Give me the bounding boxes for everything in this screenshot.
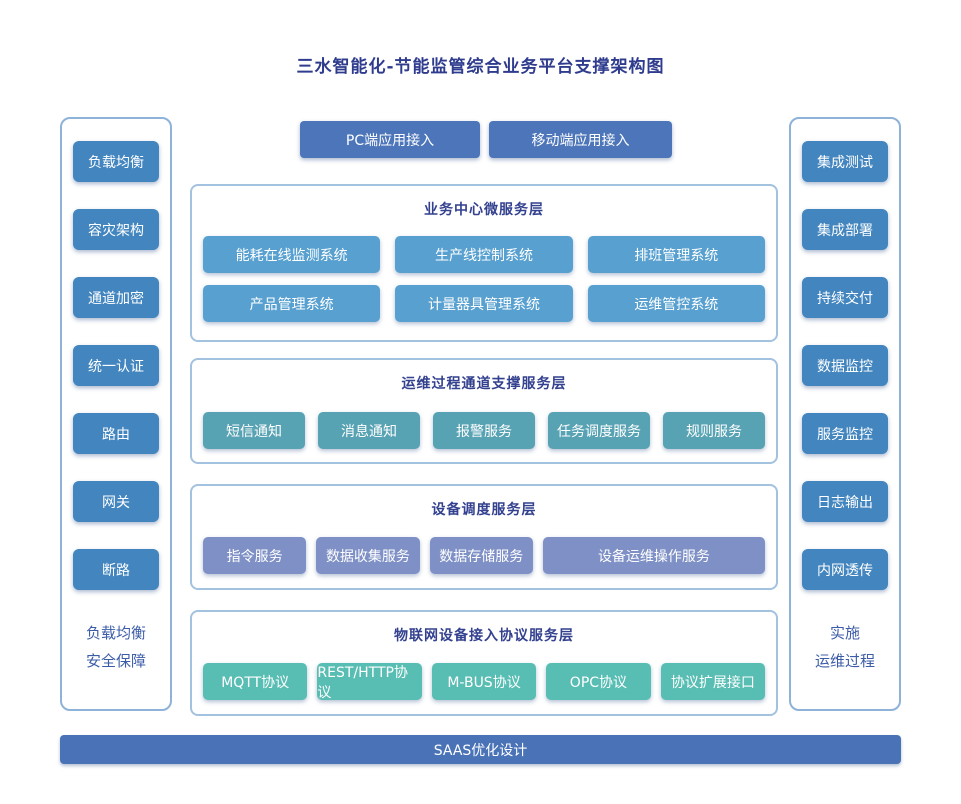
right-panel-box-data-monitor: 数据监控 bbox=[802, 345, 888, 386]
saas-optimization-bar: SAAS优化设计 bbox=[60, 735, 901, 764]
left-panel-box-disaster-recovery: 容灾架构 bbox=[73, 209, 159, 250]
service-box-data-collect: 数据收集服务 bbox=[316, 537, 420, 574]
service-box-message-notify: 消息通知 bbox=[318, 412, 420, 449]
layer-row: 产品管理系统 计量器具管理系统 运维管控系统 bbox=[203, 285, 765, 322]
left-panel-caption-line1: 负载均衡 bbox=[85, 624, 146, 642]
protocol-box-mqtt: MQTT协议 bbox=[203, 663, 308, 700]
protocol-box-rest-http: REST/HTTP协议 bbox=[317, 663, 422, 701]
layer-business-microservices: 业务中心微服务层 能耗在线监测系统 生产线控制系统 排班管理系统 产品管理系统 … bbox=[190, 184, 778, 342]
layer-row: 能耗在线监测系统 生产线控制系统 排班管理系统 bbox=[203, 236, 765, 273]
right-panel-box-log-output: 日志输出 bbox=[802, 481, 888, 522]
mobile-access-box: 移动端应用接入 bbox=[489, 121, 672, 158]
service-box-product-management: 产品管理系统 bbox=[203, 285, 381, 322]
protocol-box-mbus: M-BUS协议 bbox=[431, 663, 537, 700]
left-panel-box-circuit-break: 断路 bbox=[73, 549, 159, 590]
left-panel-box-gateway: 网关 bbox=[73, 481, 159, 522]
left-panel-box-routing: 路由 bbox=[73, 413, 159, 454]
pc-access-box: PC端应用接入 bbox=[300, 121, 480, 158]
service-box-command-service: 指令服务 bbox=[203, 537, 307, 574]
layer-title: 设备调度服务层 bbox=[431, 502, 537, 518]
layer-ops-channel-support: 运维过程通道支撑服务层 短信通知 消息通知 报警服务 任务调度服务 规则服务 bbox=[190, 358, 778, 464]
service-box-data-storage: 数据存储服务 bbox=[429, 537, 533, 574]
layer-row: MQTT协议 REST/HTTP协议 M-BUS协议 OPC协议 协议扩展接口 bbox=[203, 663, 766, 701]
service-box-shift-management: 排班管理系统 bbox=[587, 236, 765, 273]
protocol-box-opc: OPC协议 bbox=[546, 663, 651, 700]
right-panel-box-integration-test: 集成测试 bbox=[802, 141, 888, 182]
left-panel-box-channel-encryption: 通道加密 bbox=[73, 277, 159, 318]
service-box-ops-control: 运维管控系统 bbox=[587, 285, 765, 322]
layer-device-dispatch: 设备调度服务层 指令服务 数据收集服务 数据存储服务 设备运维操作服务 bbox=[190, 484, 778, 590]
layer-iot-protocol: 物联网设备接入协议服务层 MQTT协议 REST/HTTP协议 M-BUS协议 … bbox=[190, 610, 778, 716]
service-box-energy-monitor: 能耗在线监测系统 bbox=[203, 236, 381, 273]
right-panel-caption: 实施 运维过程 bbox=[791, 619, 899, 675]
left-panel-box-unified-auth: 统一认证 bbox=[73, 345, 159, 386]
service-box-alarm-service: 报警服务 bbox=[433, 412, 535, 449]
layer-row: 指令服务 数据收集服务 数据存储服务 设备运维操作服务 bbox=[203, 537, 765, 574]
service-box-rule-service: 规则服务 bbox=[663, 412, 765, 449]
right-panel-box-continuous-delivery: 持续交付 bbox=[802, 277, 888, 318]
layer-title: 运维过程通道支撑服务层 bbox=[401, 376, 567, 392]
left-panel-box-load-balance: 负载均衡 bbox=[73, 141, 159, 182]
layer-title: 业务中心微服务层 bbox=[424, 202, 544, 218]
diagram-title: 三水智能化-节能监管综合业务平台支撑架构图 bbox=[296, 57, 665, 77]
service-box-task-schedule: 任务调度服务 bbox=[548, 412, 650, 449]
right-panel-box-integration-deploy: 集成部署 bbox=[802, 209, 888, 250]
right-panel-caption-line2: 运维过程 bbox=[814, 652, 875, 670]
layer-title: 物联网设备接入协议服务层 bbox=[394, 628, 574, 644]
left-panel-caption-line2: 安全保障 bbox=[85, 652, 146, 670]
service-box-production-control: 生产线控制系统 bbox=[395, 236, 573, 273]
protocol-box-extension: 协议扩展接口 bbox=[660, 663, 766, 700]
right-panel-caption-line1: 实施 bbox=[829, 624, 860, 642]
left-panel-caption: 负载均衡 安全保障 bbox=[62, 619, 170, 675]
service-box-device-ops: 设备运维操作服务 bbox=[542, 537, 765, 574]
right-panel-box-intranet-passthrough: 内网透传 bbox=[802, 549, 888, 590]
right-panel: 集成测试 集成部署 持续交付 数据监控 服务监控 日志输出 内网透传 实施 运维… bbox=[789, 117, 901, 711]
left-panel: 负载均衡 容灾架构 通道加密 统一认证 路由 网关 断路 负载均衡 安全保障 bbox=[60, 117, 172, 711]
right-panel-box-service-monitor: 服务监控 bbox=[802, 413, 888, 454]
service-box-metering-management: 计量器具管理系统 bbox=[395, 285, 573, 322]
layer-row: 短信通知 消息通知 报警服务 任务调度服务 规则服务 bbox=[203, 412, 765, 449]
service-box-sms-notify: 短信通知 bbox=[203, 412, 305, 449]
